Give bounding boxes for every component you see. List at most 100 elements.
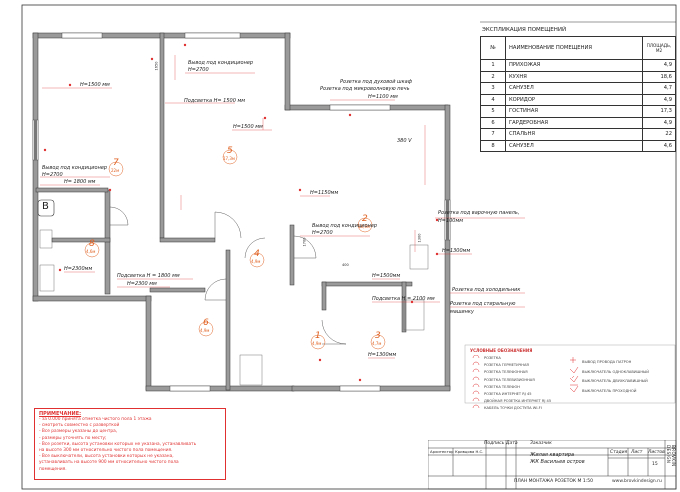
legend-item: ВЫКЛЮЧАТЕЛЬ ПРОХОДНОЙ [582,388,637,393]
legend-item: РОЗЕТКА ТЕЛЕФОН [484,384,520,389]
room-1-area: 4,9м [312,341,322,346]
room-4-area: 4,9м [251,259,261,264]
note-rozetka-panel: Розетка под варочную панель, [438,210,520,216]
row-num: 3 [480,82,506,95]
title-block-frame [428,440,677,490]
tb-author: Кривцова Н.С. [455,449,484,454]
tb-site: www.brovkindesign.ru [612,479,662,484]
row-name: КОРИДОР [505,93,643,106]
row-name: ГАРДЕРОБНАЯ [505,116,643,129]
row-area: 4,9 [642,116,676,129]
row-area: 18,6 [642,70,676,83]
room-5-number: 5 [227,146,233,156]
row-num: 1 [480,59,506,72]
note-h1500-topleft: Н=1500 мм [80,82,110,88]
row-num: 8 [480,139,506,152]
dim-1650: 1650 [154,61,159,71]
legend-item: РОЗЕТКА ТЕЛЕФОННАЯ [484,370,528,375]
note-380v: 380 V [397,138,412,144]
row-num: 6 [480,116,506,129]
room-3-area: 4,7м [372,341,382,346]
legend-symbols [472,355,579,409]
tb-zakazchik: Заказчик [530,441,552,446]
note-line: - смотреть совместно с разверткой [39,423,120,429]
dim-1300: 1300 [417,233,422,243]
note-h2300-bath: Н=2300мм [64,266,93,272]
note-h2700-left: Н=2700 [42,172,63,178]
note-podsvetka-1500: Подсветка Н= 1500 мм [184,98,246,104]
tb-object2: ЖК Васильев остров [530,459,585,465]
col-area: ПЛОЩАДЬ, М2 [642,36,676,60]
room-2-area: 18,6м [358,224,370,229]
note-h2300-corr: Н=2300 мм [127,281,157,287]
room-8-number: 8 [89,239,95,249]
room-4-number: 4 [254,249,260,259]
row-area: 22 [642,128,676,141]
room-1-number: 1 [315,331,321,341]
legend-item: ДВОЙНАЯ РОЗЕТКА ИНТЕРНЕТ RJ 45 [484,399,552,404]
legend-item: РОЗЕТКА [484,356,501,360]
row-num: 5 [480,105,506,118]
tb-role: Архитектор [430,449,454,454]
row-area: 4,9 [642,59,676,72]
legend-item: КАБЕЛЬ ТОЧКИ ДОСТУПА WI-FI [484,406,542,411]
row-name: САНУЗЕЛ [505,139,643,152]
note-line: - Все размеры указаны до центра, [39,429,118,435]
note-line: на высоте 300 мм относительно чистого по… [39,448,173,454]
row-area: 4,9 [642,93,676,106]
dim-400: 400 [342,263,349,267]
brand-logo: BROVKIN DESIGN [666,445,676,467]
col-name: НАИМЕНОВАНИЕ ПОМЕЩЕНИЯ [505,36,643,60]
note-podsvetka-1800: Подсветка Н = 1800 мм [117,273,180,279]
room-7-number: 7 [113,158,119,168]
room-8-area: 4,6м [86,249,96,254]
legend-item: ВЫКЛЮЧАТЕЛЬ ДВУХКЛАВИШНЫЙ [582,379,648,383]
note-h2700-kitchen: Н=2700 [312,230,333,236]
notes-title: ПРИМЕЧАНИЕ: [39,411,82,417]
room-6-area: 4,9м [200,328,210,333]
room-3-number: 3 [375,331,381,341]
note-vyvod-kond-left: Вывод под кондиционер [42,165,108,171]
note-line: - за 0.000 принята отметка чистого пола … [39,417,152,422]
legend-item: РОЗЕТКА ТЕЛЕВИЗИОННАЯ [484,377,535,382]
tb-listov: Листов [648,450,665,455]
note-h1100: Н=1100 мм [368,94,398,100]
note-vyvod-kond-top: Вывод под кондиционер [188,60,254,66]
row-area: 4,7 [642,82,676,95]
note-h1300-bottom: Н=1300мм [368,352,397,358]
room-5-area: 17,3м [223,156,235,161]
tb-podpis: Подпись [484,441,505,446]
row-name: СПАЛЬНЯ [505,128,643,141]
row-name: ГОСТИНАЯ [505,105,643,118]
legend-title: УСЛОВНЫЕ ОБОЗНАЧЕНИЯ [470,348,533,353]
legend-item: РОЗЕТКА ГЕРМЕТИЧНАЯ [484,363,529,368]
note-h1300-right: Н=1300мм [442,248,471,254]
row-num: 4 [480,93,506,106]
row-name: САНУЗЕЛ [505,82,643,95]
room-7-area: 22м [111,168,120,173]
notes-box: ПРИМЕЧАНИЕ: - за 0.000 принята отметка ч… [34,408,226,480]
row-name: КУХНЯ [505,70,643,83]
note-line: помещения. [39,466,67,472]
col-num: № [480,36,506,60]
note-h2700-top: Н=2700 [188,67,209,73]
note-line: - размеры уточнять по месту; [39,435,107,441]
room-6-number: 6 [203,318,209,328]
balcony-badge: B [42,201,49,212]
row-area: 17,3 [642,105,676,118]
explication-title: ЭКСПЛИКАЦИЯ ПОМЕЩЕНИЙ [482,27,567,33]
row-area: 4,6 [642,139,676,152]
note-h100: Н=100мм [438,218,464,224]
tb-stadia: Стадия [610,450,628,455]
room-2-number: 2 [362,214,368,224]
note-line: - Все розетки, высота установки которых … [39,441,197,447]
tb-object1: Жилая квартира [530,452,575,458]
